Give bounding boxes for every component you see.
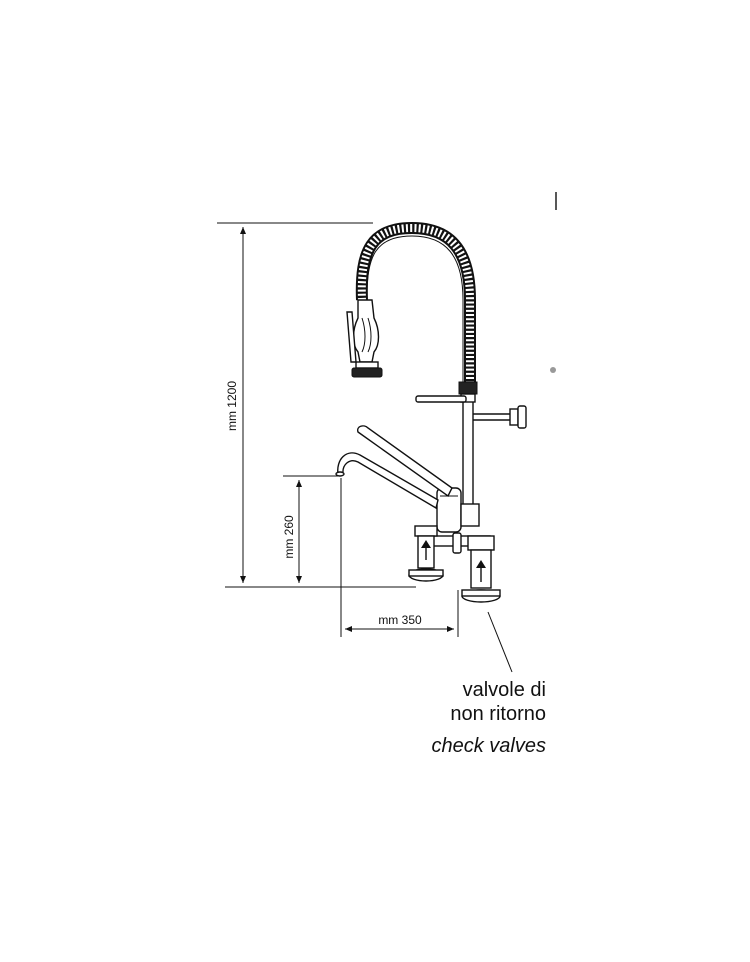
dimension-spout-reach-label: mm 350 — [378, 613, 422, 627]
check-valve-left — [408, 525, 444, 582]
callout-leader-line — [487, 611, 513, 673]
dimension-spout-height-label: mm 260 — [282, 515, 296, 559]
callout-label-italian-line1: valvole di — [462, 679, 546, 701]
dimension-spout-height: mm 260 — [282, 475, 340, 588]
dimension-spout-reach: mm 350 — [340, 478, 459, 637]
dimension-overall-height-label: mm 1200 — [225, 381, 239, 431]
riser-column — [462, 402, 474, 506]
callout-label-english: check valves — [431, 735, 547, 757]
callout-label-italian-line2: non ritorno — [450, 703, 546, 725]
hose-ferrule — [458, 381, 478, 403]
spray-gun — [346, 299, 383, 378]
mixer-body — [436, 487, 480, 533]
wall-bracket — [473, 405, 527, 429]
dimension-overall-height: mm 1200 — [217, 222, 416, 588]
spring-hose — [355, 221, 476, 388]
gun-hook — [415, 395, 467, 403]
check-valve-right — [461, 535, 501, 603]
lever-handle — [356, 425, 453, 498]
edge-dot — [550, 367, 556, 373]
callout-label-italian: valvole di non ritorno — [440, 678, 546, 726]
swivel-spout — [335, 452, 439, 510]
